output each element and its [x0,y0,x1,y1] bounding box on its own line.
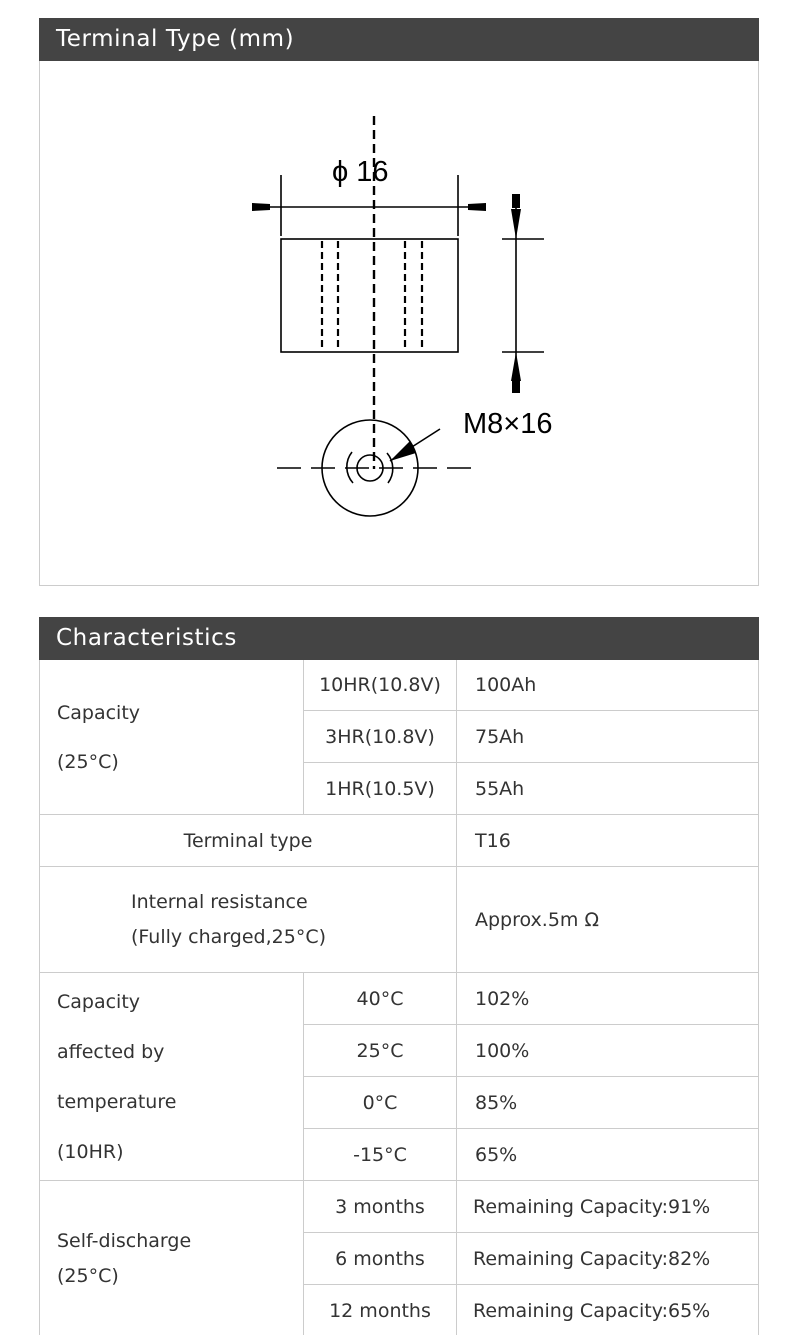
terminal-type-value: T16 [456,814,758,867]
diameter-label: ϕ 16 [332,156,389,188]
characteristics-table: Capacity (25°C) 10HR(10.8V) 100Ah 3HR(10… [40,660,758,1335]
self-discharge-period: 6 months [303,1232,457,1285]
self-discharge-period: 12 months [303,1284,457,1335]
capacity-value: 55Ah [456,762,758,815]
capacity-value: 100Ah [456,660,758,711]
thread-label: M8×16 [463,408,552,440]
capacity-rate: 3HR(10.8V) [303,710,457,763]
temperature-capacity: 102% [456,972,758,1025]
characteristics-title: Characteristics [39,617,759,660]
table-row: 6 months Remaining Capacity:82% [40,1232,758,1285]
capacity-rate: 1HR(10.5V) [303,762,457,815]
self-discharge-period: 3 months [303,1180,457,1233]
self-discharge-value: Remaining Capacity:82% [456,1232,758,1285]
terminal-body [280,238,459,353]
capacity-label: Capacity (25°C) [40,660,304,815]
table-row: 0°C 85% [40,1076,758,1129]
temperature-label: Capacity affected by temperature (10HR) [40,972,304,1181]
internal-resistance-label: Internal resistance (Fully charged,25°C) [40,866,457,973]
table-row: Capacity (25°C) 10HR(10.8V) 100Ah [40,660,758,815]
internal-resistance-value: Approx.5m Ω [456,866,758,973]
table-row: 25°C 100% [40,1024,758,1077]
terminal-diagram-box: ϕ 16 M8×16 [39,61,759,586]
temperature-value-label: 25°C [303,1024,457,1077]
table-row: Capacity affected by temperature (10HR) … [40,972,758,1181]
table-row: -15°C 65% [40,1128,758,1181]
characteristics-table-wrap: Capacity (25°C) 10HR(10.8V) 100Ah 3HR(10… [39,660,759,1335]
self-discharge-value: Remaining Capacity:65% [456,1284,758,1335]
temperature-value-label: 40°C [303,972,457,1025]
table-row: Internal resistance (Fully charged,25°C)… [40,866,758,973]
self-discharge-value: Remaining Capacity:91% [456,1180,758,1233]
self-discharge-label: Self-discharge (25°C) [40,1180,304,1335]
table-row: Terminal type T16 [40,814,758,867]
temperature-value-label: -15°C [303,1128,457,1181]
capacity-value: 75Ah [456,710,758,763]
table-row: 1HR(10.5V) 55Ah [40,762,758,815]
table-row: 12 months Remaining Capacity:65% [40,1284,758,1335]
temperature-capacity: 100% [456,1024,758,1077]
terminal-drawing: ϕ 16 M8×16 [252,116,552,517]
terminal-type-label: Terminal type [40,814,457,867]
temperature-capacity: 85% [456,1076,758,1129]
temperature-value-label: 0°C [303,1076,457,1129]
outer-circle [321,419,419,517]
temperature-capacity: 65% [456,1128,758,1181]
capacity-rate: 10HR(10.8V) [303,660,457,711]
terminal-section-title: Terminal Type (mm) [39,18,759,61]
table-row: Self-discharge (25°C) 3 months Remaining… [40,1180,758,1335]
